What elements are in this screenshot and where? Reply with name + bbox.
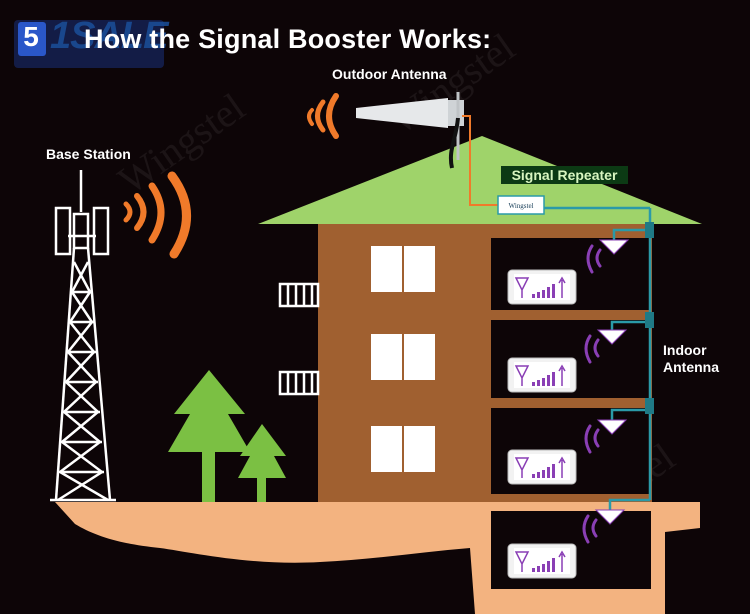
signal-repeater-label: Signal Repeater: [501, 166, 628, 184]
ceiling-antenna-icon: [598, 239, 630, 255]
ceiling-antenna-icon: [596, 329, 628, 345]
repeater-box-icon: [497, 195, 545, 215]
logo-backdrop: [14, 20, 164, 68]
cable-splitter: [645, 222, 654, 414]
phone-signal-icon: [507, 449, 577, 485]
indoor-signal-waves: [582, 244, 602, 544]
logo-text: 1SALE: [50, 15, 168, 57]
balcony-icon: [278, 282, 320, 308]
window-icon: [371, 426, 435, 472]
balcony-icon: [278, 370, 320, 396]
outdoor-antenna-icon: [356, 92, 464, 169]
page-title: How the Signal Booster Works:: [84, 24, 492, 54]
indoor-cable-system: [544, 206, 652, 510]
antenna-cable: [462, 115, 498, 206]
phone-signal-icon: [507, 543, 577, 579]
base-station-label: Base Station: [46, 146, 131, 162]
roof: [258, 136, 702, 224]
cell-tower-icon: [50, 170, 116, 502]
outdoor-antenna-label: Outdoor Antenna: [332, 66, 447, 82]
ceiling-antenna-icon: [596, 419, 628, 435]
window-icon: [371, 246, 435, 292]
indoor-antenna-label: Indoor Antenna: [663, 342, 719, 375]
ceiling-antenna-icon: [594, 509, 626, 525]
window-icon: [371, 334, 435, 380]
logo-number: 5: [23, 21, 39, 52]
phone-signal-icon: [507, 269, 577, 305]
tree-icon: [168, 370, 250, 502]
base-station-signal-waves: [123, 171, 191, 259]
tree-icon: [238, 424, 286, 502]
outdoor-antenna-signal-waves: [307, 93, 339, 139]
phone-signal-icon: [507, 357, 577, 393]
repeater-brand-label: Wingstel: [508, 202, 534, 210]
